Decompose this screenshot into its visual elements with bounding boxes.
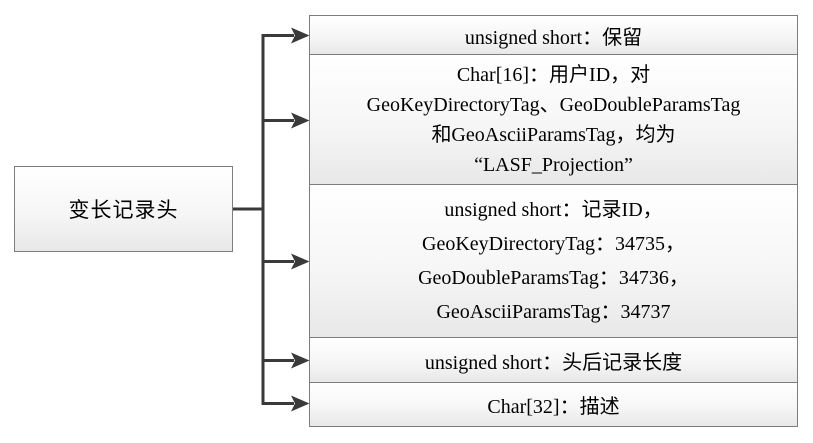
field-text: unsigned short：头后记录长度	[424, 351, 683, 374]
root-node-label: 变长记录头	[68, 198, 179, 222]
field-text: GeoAsciiParamsTag：34737	[436, 301, 671, 323]
field-text: GeoKeyDirectoryTag：34735，	[422, 233, 685, 255]
field-text: 和GeoAsciiParamsTag，均为	[431, 123, 676, 146]
field-box-user-id: Char[16]：用户ID，对 GeoKeyDirectoryTag、GeoDo…	[309, 55, 798, 185]
field-text: GeoKeyDirectoryTag、GeoDoubleParamsTag	[366, 93, 741, 116]
field-text: Char[16]：用户ID，对	[456, 63, 651, 86]
root-node-box: 变长记录头	[14, 166, 233, 252]
field-box-record-length: unsigned short：头后记录长度	[309, 338, 798, 383]
arrowhead-3	[291, 253, 310, 270]
field-box-reserved: unsigned short：保留	[309, 15, 798, 55]
field-text: GeoDoubleParamsTag：34736，	[418, 267, 689, 289]
arrowhead-2	[291, 112, 310, 129]
field-box-record-id: unsigned short：记录ID， GeoKeyDirectoryTag：…	[309, 185, 798, 338]
field-box-description: Char[32]：描述	[309, 383, 798, 427]
arrowhead-1	[291, 27, 310, 44]
arrowhead-5	[291, 395, 310, 412]
field-text: unsigned short：保留	[464, 26, 643, 49]
arrowhead-4	[291, 352, 310, 369]
field-text: unsigned short：记录ID，	[444, 199, 663, 221]
field-text: “LASF_Projection”	[474, 153, 633, 176]
field-stack: unsigned short：保留 Char[16]：用户ID，对 GeoKey…	[309, 15, 798, 427]
field-text: Char[32]：描述	[487, 396, 620, 418]
